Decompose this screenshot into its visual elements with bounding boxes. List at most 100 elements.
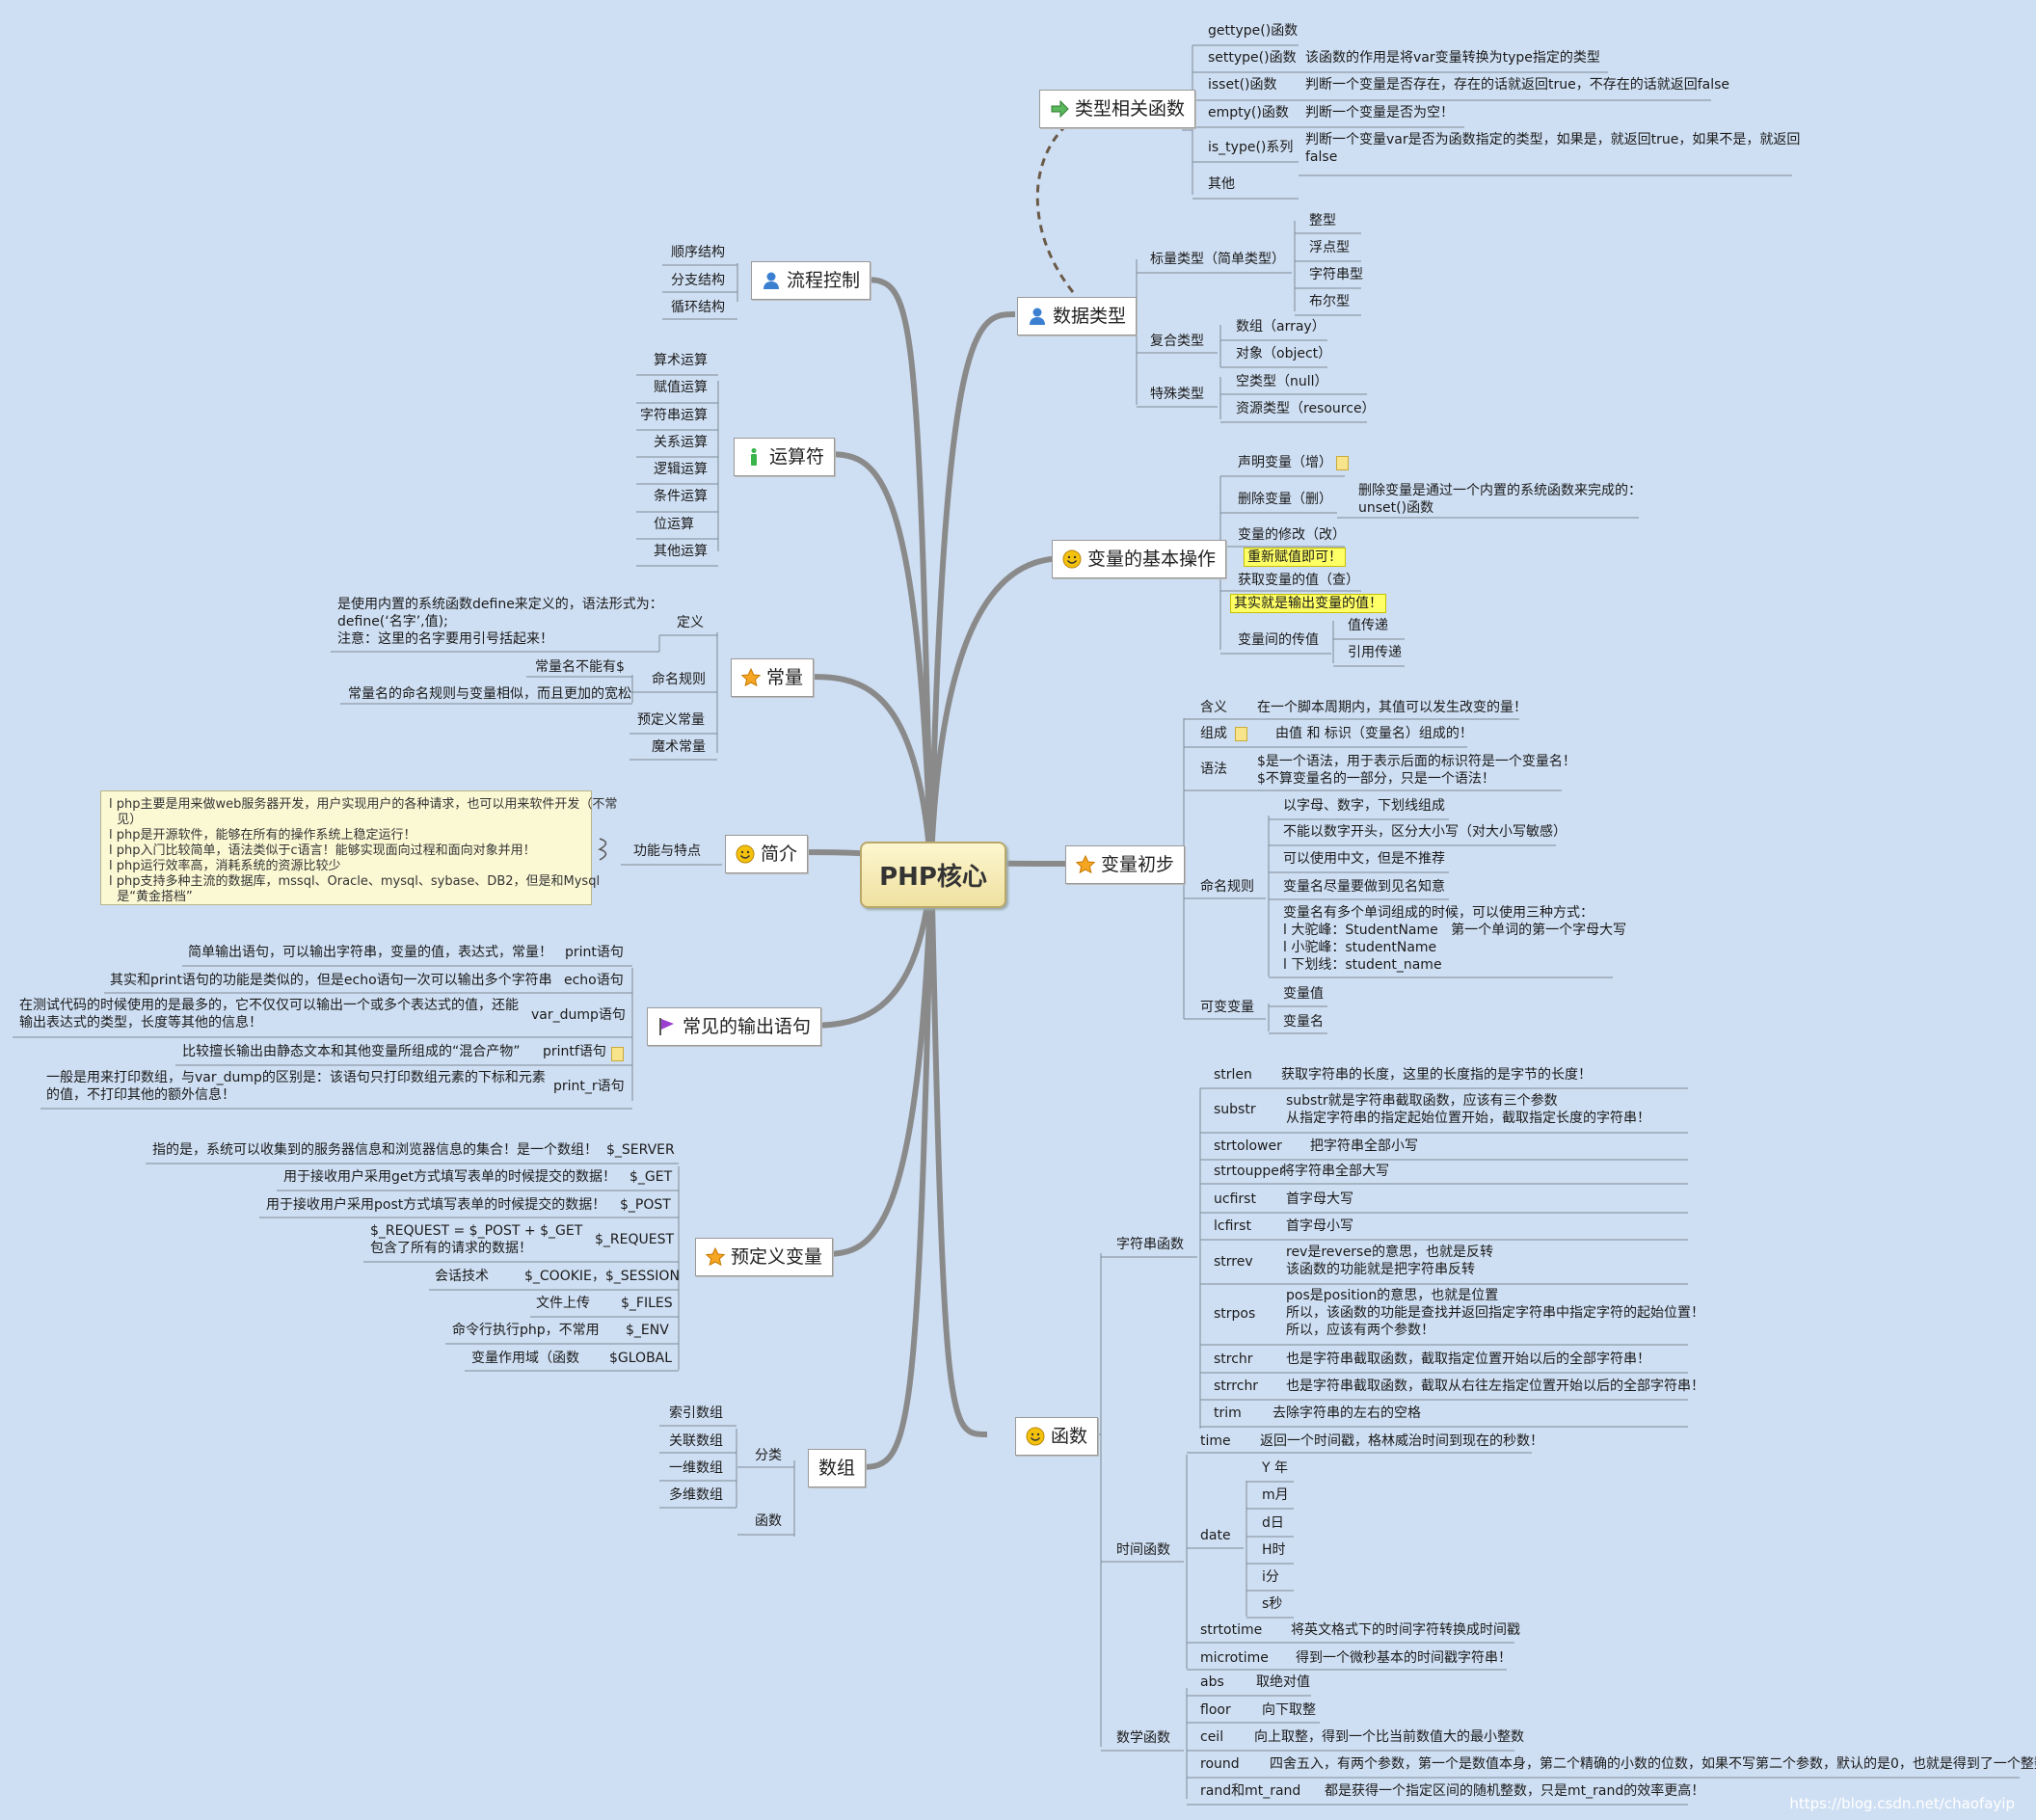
declare-variable[interactable]: 声明变量（增）: [1238, 455, 1332, 470]
predefined-var-name[interactable]: $_REQUEST: [595, 1232, 675, 1247]
math-func-desc[interactable]: 四舍五入，有两个参数，第一个是数值本身，第二个精确的小数的位数，如果不写第二个参…: [1270, 1756, 2036, 1772]
predefined-var-desc[interactable]: 变量作用域（函数: [471, 1351, 579, 1366]
predefined-var-name[interactable]: $_COOKIE，$_SESSION: [524, 1269, 680, 1284]
string-func-desc[interactable]: pos是position的意思，也就是位置 所以，该函数的功能是查找并返回指定字…: [1286, 1288, 1704, 1338]
naming-rule[interactable]: 不能以数字开头，区分大小写（对大小写敏感）: [1283, 824, 1567, 840]
math-func-desc[interactable]: 向下取整: [1262, 1702, 1316, 1718]
topic-flow-control[interactable]: 流程控制: [751, 261, 871, 300]
syntax-desc[interactable]: $是一个语法，用于表示后面的标识符是一个变量名！ $不算变量名的一部分，只是一个…: [1257, 754, 1576, 787]
string-func-name[interactable]: strtoupper: [1214, 1164, 1285, 1179]
output-statement-desc[interactable]: 简单输出语句，可以输出字符串，变量的值，表达式，常量！: [188, 945, 552, 960]
string-func-name[interactable]: ucfirst: [1214, 1191, 1256, 1207]
date-format-item[interactable]: s秒: [1262, 1596, 1283, 1612]
flow-item[interactable]: 分支结构: [671, 273, 725, 288]
pass-type[interactable]: 引用传递: [1348, 645, 1402, 660]
date-format-item[interactable]: m月: [1262, 1487, 1289, 1503]
predefined-var-desc[interactable]: 文件上传: [536, 1296, 590, 1311]
math-func-desc[interactable]: 取绝对值: [1256, 1674, 1310, 1690]
modify-variable[interactable]: 变量的修改（改）: [1238, 527, 1346, 543]
scalar-type[interactable]: 整型: [1309, 213, 1336, 228]
math-func-desc[interactable]: 向上取整，得到一个比当前数值大的最小整数: [1254, 1729, 1524, 1745]
type-func-desc[interactable]: 判断一个变量是否为空！: [1305, 105, 1454, 120]
pass-type[interactable]: 值传递: [1348, 618, 1388, 633]
topic-introduction[interactable]: 简介: [725, 835, 809, 873]
time-func-name[interactable]: time: [1200, 1433, 1231, 1449]
type-func-name[interactable]: gettype()函数: [1208, 23, 1299, 39]
string-func-desc[interactable]: 把字符串全部小写: [1310, 1138, 1418, 1154]
naming-rule[interactable]: 变量名尽量要做到见名知意: [1283, 879, 1445, 895]
constant-naming-rule[interactable]: 常量名的命名规则与变量相似，而且更加的宽松: [348, 686, 631, 702]
constant-define-desc[interactable]: 是使用内置的系统函数define来定义的，语法形式为： define(‘名字’,…: [337, 597, 663, 647]
string-func-desc[interactable]: substr就是字符串截取函数，应该有三个参数 从指定字符串的指定起始位置开始，…: [1286, 1093, 1650, 1126]
string-func-name[interactable]: strlen: [1214, 1067, 1252, 1083]
output-statement-desc[interactable]: 在测试代码的时候使用的是最多的，它不仅仅可以输出一个或多个表达式的值，还能 输出…: [19, 998, 519, 1030]
string-func-name[interactable]: substr: [1214, 1102, 1256, 1117]
string-func-name[interactable]: trim: [1214, 1405, 1242, 1421]
topic-operators[interactable]: 运算符: [734, 438, 836, 476]
string-func-desc[interactable]: 获取字符串的长度，这里的长度指的是字节的长度！: [1281, 1067, 1592, 1083]
operator-item[interactable]: 字符串运算: [640, 408, 708, 423]
magic-constants[interactable]: 魔术常量: [652, 739, 706, 755]
string-func-name[interactable]: strrchr: [1214, 1378, 1259, 1394]
output-statement-desc[interactable]: 其实和print语句的功能是类似的，但是echo语句一次可以输出多个字符串: [110, 973, 552, 988]
type-func-name[interactable]: empty()函数: [1208, 105, 1289, 120]
string-functions-label[interactable]: 字符串函数: [1116, 1237, 1184, 1252]
array-classify-label[interactable]: 分类: [755, 1448, 782, 1463]
string-func-desc[interactable]: 也是字符串截取函数，截取从右往左指定位置开始以后的全部字符串！: [1286, 1378, 1704, 1394]
compound-type[interactable]: 对象（object）: [1236, 346, 1332, 361]
output-statement-name[interactable]: var_dump语句: [531, 1007, 626, 1023]
strtotime-desc[interactable]: 将英文格式下的时间字符转换成时间戳: [1291, 1622, 1520, 1638]
features-label[interactable]: 功能与特点: [633, 843, 701, 859]
type-func-desc[interactable]: 判断一个变量var是否为函数指定的类型，如果是，就返回true，如果不是，就返回…: [1305, 132, 1801, 165]
predefined-var-name[interactable]: $_FILES: [621, 1296, 673, 1311]
math-func-name[interactable]: round: [1200, 1756, 1240, 1772]
string-func-desc[interactable]: 首字母大写: [1286, 1191, 1353, 1207]
operator-item[interactable]: 算术运算: [654, 353, 708, 368]
note-icon[interactable]: [1336, 456, 1349, 470]
naming-label[interactable]: 命名规则: [1200, 879, 1254, 895]
variable-variable-item[interactable]: 变量值: [1283, 986, 1324, 1002]
date-format-item[interactable]: d日: [1262, 1515, 1284, 1531]
constant-naming-label[interactable]: 命名规则: [652, 672, 706, 687]
variable-variable-item[interactable]: 变量名: [1283, 1014, 1324, 1030]
predefined-var-name[interactable]: $_GET: [630, 1169, 673, 1185]
operator-item[interactable]: 其他运算: [654, 544, 708, 559]
meaning-label[interactable]: 含义: [1200, 700, 1227, 715]
predefined-var-desc[interactable]: 指的是，系统可以收集到的服务器信息和浏览器信息的集合！是一个数组！: [152, 1142, 598, 1158]
delete-variable-desc[interactable]: 删除变量是通过一个内置的系统函数来完成的： unset()函数: [1358, 483, 1642, 516]
type-func-name[interactable]: settype()函数: [1208, 50, 1297, 66]
string-func-desc[interactable]: rev是reverse的意思，也就是反转 该函数的功能就是把字符串反转: [1286, 1245, 1493, 1277]
predefined-constants[interactable]: 预定义常量: [637, 712, 705, 728]
microtime-desc[interactable]: 得到一个微秒基本的时间戳字符串！: [1296, 1650, 1512, 1666]
date-func-name[interactable]: date: [1200, 1528, 1231, 1543]
strtotime-name[interactable]: strtotime: [1200, 1622, 1263, 1638]
compound-types-label[interactable]: 复合类型: [1150, 334, 1204, 349]
topic-constants[interactable]: 常量: [731, 658, 815, 697]
string-func-name[interactable]: strrev: [1214, 1254, 1253, 1270]
topic-variable-operations[interactable]: 变量的基本操作: [1052, 540, 1227, 578]
predefined-var-name[interactable]: $_POST: [620, 1197, 671, 1213]
variable-passing[interactable]: 变量间的传值: [1238, 632, 1319, 648]
meaning-desc[interactable]: 在一个脚本周期内，其值可以发生改变的量！: [1257, 700, 1527, 715]
special-type[interactable]: 资源类型（resource）: [1236, 401, 1376, 416]
predefined-var-name[interactable]: $_SERVER: [606, 1142, 675, 1158]
array-type[interactable]: 索引数组: [669, 1405, 723, 1421]
output-statement-desc[interactable]: 一般是用来打印数组，与var_dump的区别是：该语句只打印数组元素的下标和元素…: [46, 1070, 546, 1103]
topic-output-statements[interactable]: 常见的输出语句: [647, 1007, 822, 1046]
special-type[interactable]: 空类型（null）: [1236, 374, 1328, 389]
constant-define-label[interactable]: 定义: [677, 615, 704, 630]
type-func-name[interactable]: 其他: [1208, 176, 1235, 192]
output-statement-name[interactable]: print语句: [565, 945, 624, 960]
scalar-types-label[interactable]: 标量类型（简单类型）: [1150, 252, 1285, 267]
constant-naming-rule[interactable]: 常量名不能有$: [535, 659, 625, 675]
output-statement-desc[interactable]: 比较擅长输出由静态文本和其他变量所组成的“混合产物”: [182, 1044, 521, 1059]
string-func-name[interactable]: strpos: [1214, 1306, 1256, 1322]
get-variable[interactable]: 获取变量的值（查）: [1238, 573, 1359, 588]
array-type[interactable]: 一维数组: [669, 1460, 723, 1476]
operator-item[interactable]: 关系运算: [654, 435, 708, 450]
output-statement-name[interactable]: echo语句: [564, 973, 624, 988]
string-func-desc[interactable]: 去除字符串的左右的空格: [1272, 1405, 1421, 1421]
predefined-var-desc[interactable]: 会话技术: [435, 1269, 489, 1284]
math-func-desc[interactable]: 都是获得一个指定区间的随机整数，只是mt_rand的效率更高！: [1325, 1783, 1705, 1799]
type-func-name[interactable]: is_type()系列: [1208, 140, 1294, 155]
